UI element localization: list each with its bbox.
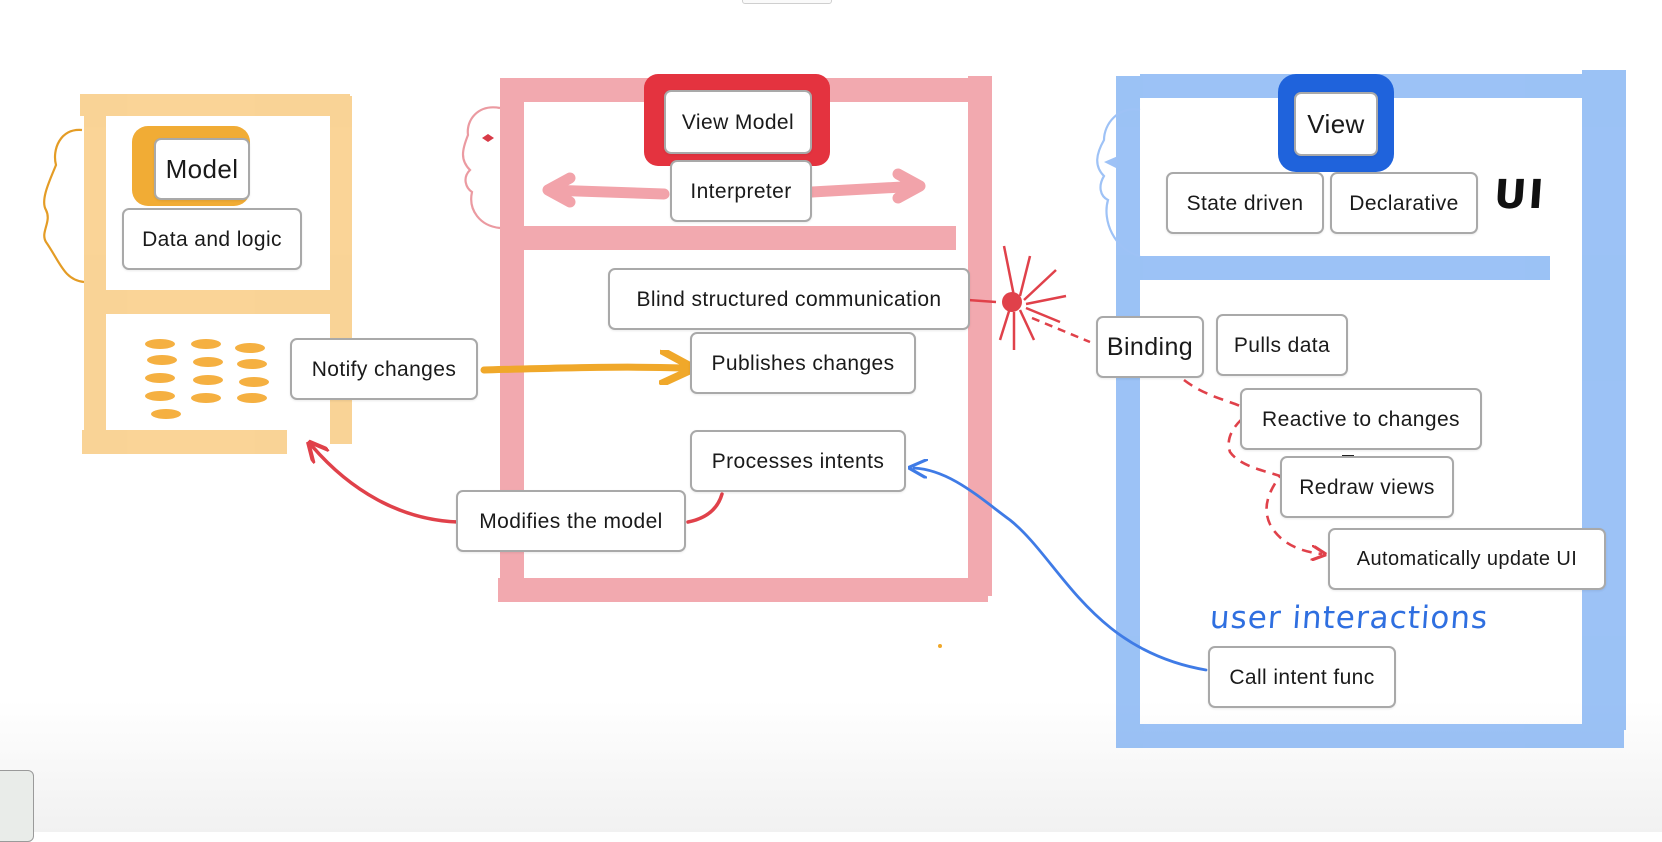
state-driven-label: State driven [1186, 191, 1304, 215]
model-title: Model [165, 154, 239, 184]
interpreter-box: Interpreter [670, 160, 812, 222]
binding-box: Binding [1096, 316, 1204, 378]
publishes-changes-label: Publishes changes [711, 351, 895, 375]
interpreter-double-arrow [542, 168, 926, 208]
state-driven-box: State driven [1166, 172, 1324, 234]
corner-thumbnail[interactable] [0, 770, 34, 842]
view-model-title-box: View Model [664, 90, 812, 154]
communication-box: Blind structured communication [608, 268, 970, 330]
view-title: View [1307, 109, 1365, 139]
view-model-eye-icon [482, 134, 494, 142]
declarative-label: Declarative [1349, 191, 1459, 215]
ui-label: UI [1492, 172, 1547, 218]
modifies-model-label: Modifies the model [479, 509, 663, 533]
auto-update-box: Automatically update UI [1328, 528, 1606, 590]
view-frame [1116, 70, 1626, 748]
publishes-changes-box: Publishes changes [690, 332, 916, 394]
call-intent-box: Call intent func [1208, 646, 1396, 708]
top-tab-handle[interactable] [742, 0, 832, 4]
redraw-views-box: Redraw views [1280, 456, 1454, 518]
model-head-outline [43, 128, 85, 284]
view-title-box: View [1294, 92, 1378, 156]
reactive-box: Reactive to changes [1240, 388, 1482, 450]
interpreter-label: Interpreter [690, 179, 792, 203]
model-subtitle-box: Data and logic [122, 208, 302, 270]
view-model-title: View Model [681, 110, 795, 134]
modifies-model-box: Modifies the model [456, 490, 686, 552]
model-title-box: Model [154, 138, 250, 200]
processes-intents-link [686, 492, 724, 524]
call-intent-label: Call intent func [1229, 665, 1375, 689]
processes-intents-label: Processes intents [711, 449, 885, 473]
declarative-box: Declarative [1330, 172, 1478, 234]
notify-changes-label: Notify changes [311, 357, 457, 381]
communication-label: Blind structured communication [636, 287, 942, 311]
binding-label: Binding [1106, 332, 1194, 361]
notify-changes-box: Notify changes [290, 338, 478, 400]
stray-dot [938, 644, 942, 648]
user-interactions-annotation: user interactions [1208, 600, 1490, 636]
pulls-data-label: Pulls data [1233, 333, 1331, 357]
modifies-model-arrow [312, 446, 460, 524]
view-head-outline [1096, 108, 1141, 258]
model-data-dots [145, 339, 269, 419]
processes-intents-box: Processes intents [690, 430, 906, 492]
binding-flow-dashed-arrow [1183, 378, 1322, 554]
signal-burst-icon [967, 245, 1091, 350]
intent-call-arrow [914, 468, 1208, 672]
pulls-data-box: Pulls data [1216, 314, 1348, 376]
view-eye-icon [1104, 156, 1118, 168]
signal-dot [1002, 292, 1022, 312]
auto-update-label: Automatically update UI [1356, 548, 1578, 570]
reactive-label: Reactive to changes [1262, 407, 1460, 431]
background-shade [0, 700, 1662, 832]
view-model-head-outline [461, 106, 501, 230]
notify-changes-arrow [480, 367, 684, 370]
model-subtitle: Data and logic [142, 227, 282, 251]
redraw-views-label: Redraw views [1299, 475, 1435, 499]
